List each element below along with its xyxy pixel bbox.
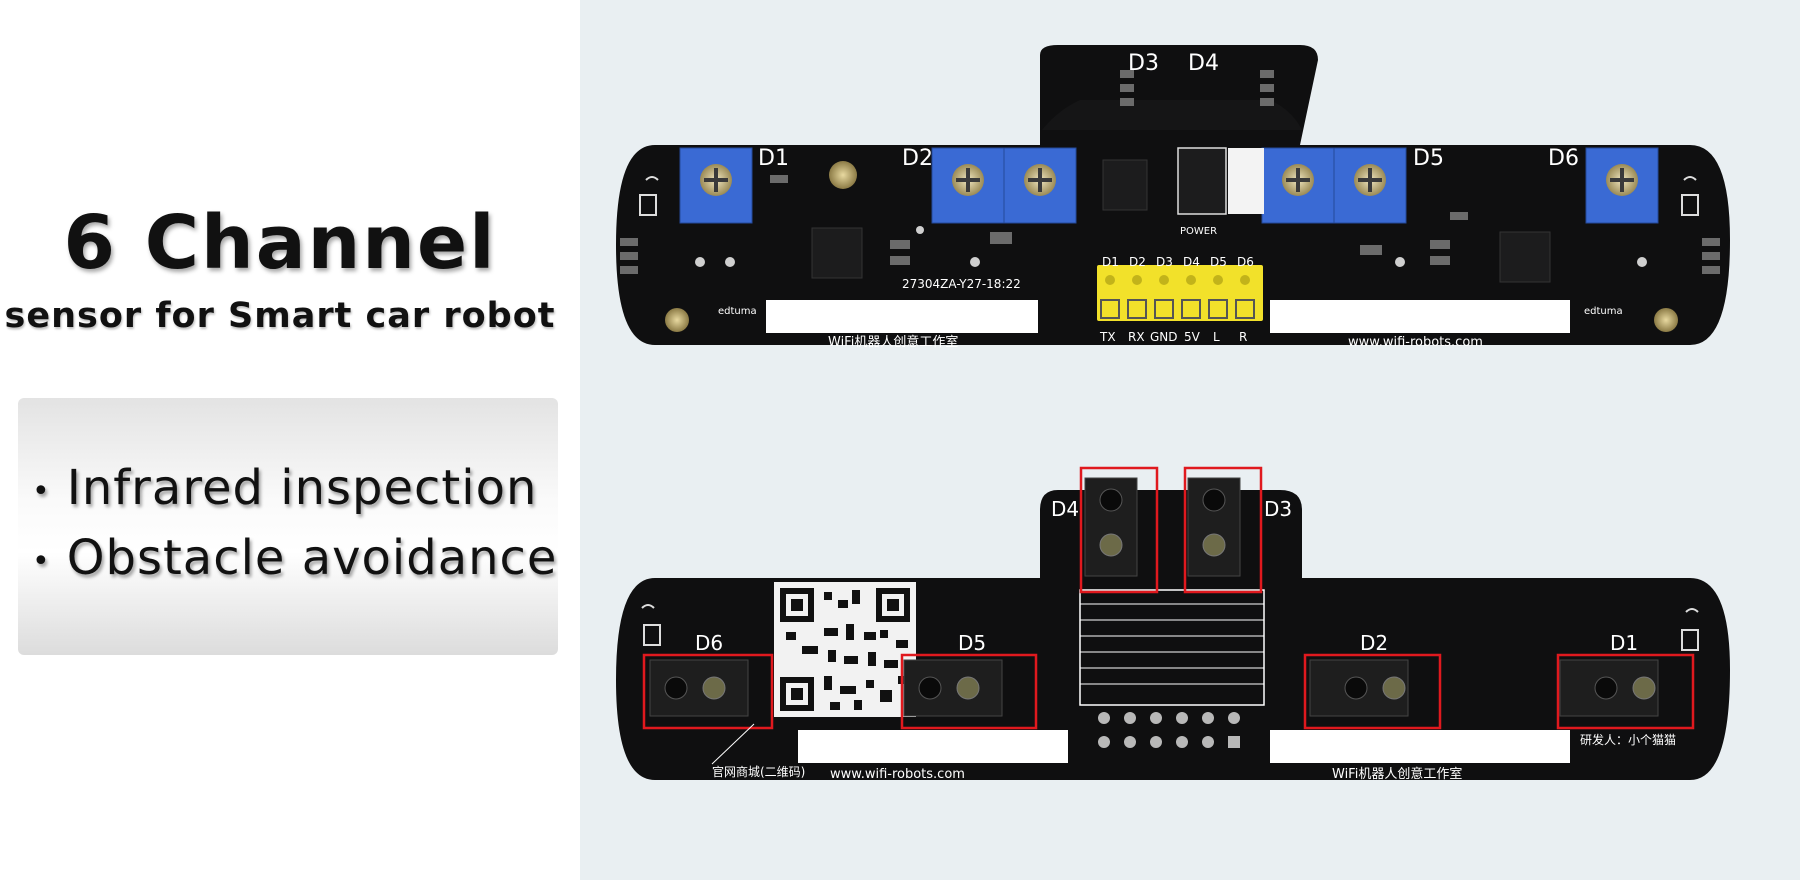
top-board: D1 D2 D3 D4 D5 D6 D1 D2 D3 D4 D5 D6 TX R… xyxy=(616,45,1730,350)
channel-label-d3: D3 xyxy=(1264,497,1292,521)
product-title: 6 Channel xyxy=(63,200,497,286)
regulator-chip xyxy=(1102,159,1148,211)
ir-sensor-module xyxy=(1309,659,1409,717)
channel-label-d4: D4 xyxy=(1188,51,1219,76)
instruction-lines xyxy=(1080,603,1264,685)
channel-label-d6: D6 xyxy=(695,631,723,655)
instruction-panel xyxy=(1079,589,1265,706)
pin-label: R xyxy=(1239,330,1247,344)
channel-label-d5: D5 xyxy=(1413,146,1444,171)
potentiometer xyxy=(1003,147,1077,224)
sensor-highlights xyxy=(642,466,1695,730)
channel-label-d1: D1 xyxy=(1610,631,1638,655)
channel-label-d4: D4 xyxy=(1051,497,1079,521)
pin-label: D3 xyxy=(1156,255,1173,269)
pcb-illustration: D1 D2 D3 D4 D5 D6 D1 D2 D3 D4 D5 D6 TX R… xyxy=(616,45,1730,782)
brand-mark: edtuma xyxy=(1584,306,1623,317)
bottom-board: D4 D3 D6 D5 D2 D1 官网商城(二维码) www.wifi-rob… xyxy=(616,466,1730,782)
channel-label-d2: D2 xyxy=(1360,631,1388,655)
pin-label: TX xyxy=(1099,330,1116,344)
feature-label: Infrared inspection xyxy=(66,460,538,516)
ir-sensor-module xyxy=(1559,659,1659,717)
ir-sensor-module xyxy=(649,659,749,717)
through-holes xyxy=(1098,712,1240,748)
feature-item: • Obstacle avoidance xyxy=(32,530,557,586)
product-subtitle: sensor for Smart car robot xyxy=(4,296,556,336)
mounting-hole xyxy=(829,161,857,189)
ir-sensor-module xyxy=(1187,477,1241,577)
ir-sensor-module xyxy=(1084,477,1138,577)
pin-header xyxy=(1097,265,1263,321)
label-strip xyxy=(798,730,1068,763)
footer-text: WiFi机器人创意工作室 xyxy=(1332,766,1462,782)
highlight-box-d1 xyxy=(1556,653,1695,730)
chip-label-block xyxy=(1177,147,1227,215)
ir-sensor-module xyxy=(903,659,1003,717)
comparator-chip xyxy=(811,227,863,279)
feature-box: • Infrared inspection • Obstacle avoidance xyxy=(18,398,558,655)
pcb-body xyxy=(616,45,1730,345)
mounting-hole xyxy=(665,308,689,332)
channel-label-d1: D1 xyxy=(758,146,789,171)
pointer-line xyxy=(711,723,755,765)
pin-label: D6 xyxy=(1237,255,1254,269)
ir-icon xyxy=(1681,176,1699,216)
channel-label-d3: D3 xyxy=(1128,51,1159,76)
potentiometer xyxy=(931,147,1005,224)
pin-label: RX xyxy=(1128,330,1145,344)
potentiometer xyxy=(679,147,753,224)
channel-label-d6: D6 xyxy=(1548,146,1579,171)
pin-label: D1 xyxy=(1102,255,1119,269)
ir-icon xyxy=(1681,608,1699,651)
channel-label-d5: D5 xyxy=(958,631,986,655)
potentiometer xyxy=(1585,147,1659,224)
label-strip xyxy=(766,300,1038,333)
ir-icon xyxy=(639,176,659,216)
bullet-icon: • xyxy=(32,473,51,509)
feature-label: Obstacle avoidance xyxy=(66,530,558,586)
potentiometer xyxy=(1333,147,1407,224)
label-strip xyxy=(1270,730,1570,763)
smd-components xyxy=(620,70,1720,274)
channel-label-d2: D2 xyxy=(902,146,933,171)
highlight-box-d2 xyxy=(1303,653,1442,730)
highlight-box-d4 xyxy=(1079,466,1159,594)
developer-note: 研发人：小个猫猫 xyxy=(1580,732,1676,747)
qr-note: 官网商城(二维码) xyxy=(712,764,805,779)
pcb-tab-shade xyxy=(1042,100,1302,130)
potentiometer xyxy=(1261,147,1335,224)
qr-modules xyxy=(780,588,910,711)
mounting-hole xyxy=(1654,308,1678,332)
bullet-icon: • xyxy=(32,543,51,579)
footer-url: www.wifi-robots.com xyxy=(1348,335,1483,350)
pin-label: D4 xyxy=(1183,255,1200,269)
pin-label: D5 xyxy=(1210,255,1227,269)
comparator-chip xyxy=(1499,231,1551,283)
product-photo-panel: D1 D2 D3 D4 D5 D6 D1 D2 D3 D4 D5 D6 TX R… xyxy=(580,0,1800,880)
silkscreen-block xyxy=(1228,148,1264,214)
ir-icon xyxy=(641,604,661,646)
serial-number: 27304ZA-Y27-18:22 xyxy=(902,277,1021,291)
pin-label: 5V xyxy=(1184,330,1201,344)
brand-mark: edtuma xyxy=(718,306,757,317)
highlight-box-d5 xyxy=(900,653,1038,730)
footer-url: www.wifi-robots.com xyxy=(830,767,965,782)
feature-item: • Infrared inspection xyxy=(32,460,537,516)
highlight-box-d3 xyxy=(1183,466,1263,594)
label-strip xyxy=(1270,300,1570,333)
text-panel: 6 Channel sensor for Smart car robot • In… xyxy=(0,0,580,880)
power-label: POWER xyxy=(1180,226,1217,237)
pin-label: L xyxy=(1213,330,1220,344)
footer-text: WiFi机器人创意工作室 xyxy=(828,334,958,350)
highlight-box-d6 xyxy=(642,653,774,730)
pin-label: D2 xyxy=(1129,255,1146,269)
pin-label: GND xyxy=(1150,330,1178,344)
